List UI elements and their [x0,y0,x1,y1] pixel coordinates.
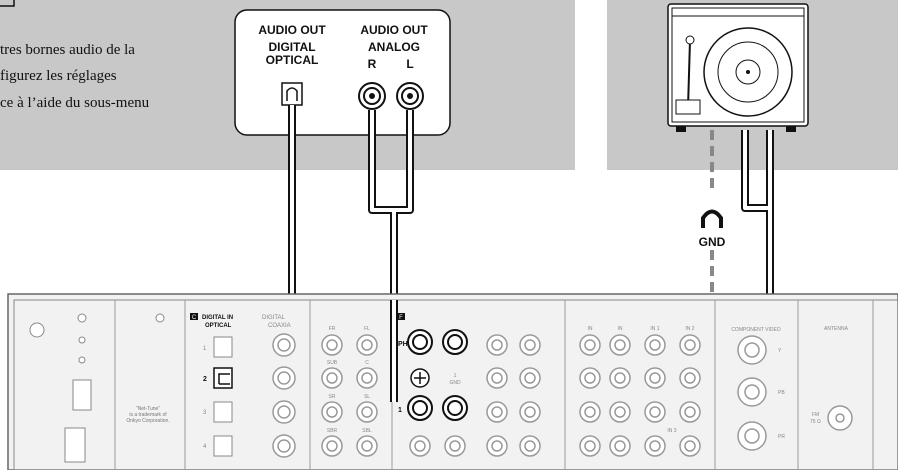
speaker-label-sub: SUB [327,360,338,366]
fm-label: FM [812,412,819,418]
phono-badge-letter: F [399,315,403,321]
rca-jack-right-icon [358,82,386,110]
fm-ohms-label: 75 Ω [810,419,821,425]
speaker-label-fr: FR [329,326,336,332]
component-pb-label: PB [778,390,785,396]
phono-jack-left-icon [442,329,468,355]
optical-port-number-2: 2 [203,376,207,383]
video-input-jacks [579,334,701,457]
speaker-label-fl: FL [364,326,370,332]
audio-out-analog-label: AUDIO OUT [360,23,428,37]
audio-out-digital-label: AUDIO OUT [258,23,326,37]
intro-line-3: ce à l’aide du sous-menu [0,95,150,111]
speaker-label-sl: SL [364,394,370,400]
phono-ph-label: PH [398,341,408,348]
optical-jack-icon [281,82,303,106]
ground-label: GND [699,235,726,249]
analog-label: ANALOG [368,40,420,54]
video-in-label-2: IN [618,326,623,332]
digital-in-title: DIGITAL IN [202,315,233,321]
coaxial-prefix: DIGITAL [262,315,286,321]
video-in-label-4: IN 2 [685,326,694,332]
phono-gnd-label: GND [449,380,461,386]
phono-section-other-jacks [409,334,541,457]
net-tune-line-1: “Net-Tune” [136,406,160,412]
rca-jack-left-icon [396,82,424,110]
phono-gnd-number: 1 [454,373,457,379]
optical-port-number-3: 3 [203,410,207,416]
video-in-label-5: IN 3 [667,428,676,434]
net-tune-line-2: is a trademark of [129,412,167,418]
optical-ports [213,336,233,457]
digital-in-badge [190,313,198,320]
speaker-jacks [321,334,378,457]
turntable-icon [667,3,809,132]
optical-port-2-icon [213,367,233,389]
video-in-label-1: IN [588,326,593,332]
corner-bracket [0,0,15,7]
fm-antenna-jack [827,405,853,431]
optical-port-number-4: 4 [203,444,207,450]
coaxial-jacks [272,333,296,458]
phono-badge [397,313,405,320]
component-pr-label: PR [778,434,785,440]
input-jack-row1-left-icon [442,395,468,421]
intro-line-1: tres bornes audio de la [0,42,135,58]
component-video-title: COMPONENT VIDEO [731,327,780,333]
speaker-label-sr: SR [329,394,336,400]
speaker-label-sbr: SBR [327,428,338,434]
left-channel-label: L [406,57,413,71]
left-module-parts [29,313,165,463]
component-y-label: Y [778,348,782,354]
component-video-jacks [737,335,767,451]
digital-in-subtitle: OPTICAL [205,323,232,329]
digital-in-badge-letter: C [192,315,197,321]
optical-label: OPTICAL [266,53,319,67]
phono-row1-label: 1 [398,407,402,414]
right-channel-label: R [368,57,377,71]
phono-jack-right-icon [407,329,433,355]
antenna-title: ANTENNA [824,326,849,332]
coaxial-label: COAXIA [268,323,291,329]
optical-port-number-1: 1 [203,346,207,352]
speaker-label-c: C [365,360,369,366]
video-in-label-3: IN 1 [650,326,659,332]
input-jack-row1-right-icon [407,395,433,421]
ground-lug-icon [701,209,723,228]
intro-line-2: figurez les réglages [0,68,117,84]
digital-label: DIGITAL [268,40,315,54]
net-tune-line-3: Onkyo Corporation. [126,418,169,424]
ground-wire [428,130,714,378]
speaker-label-sbl: SBL [362,428,372,434]
phono-ground-terminal-icon [410,368,430,388]
